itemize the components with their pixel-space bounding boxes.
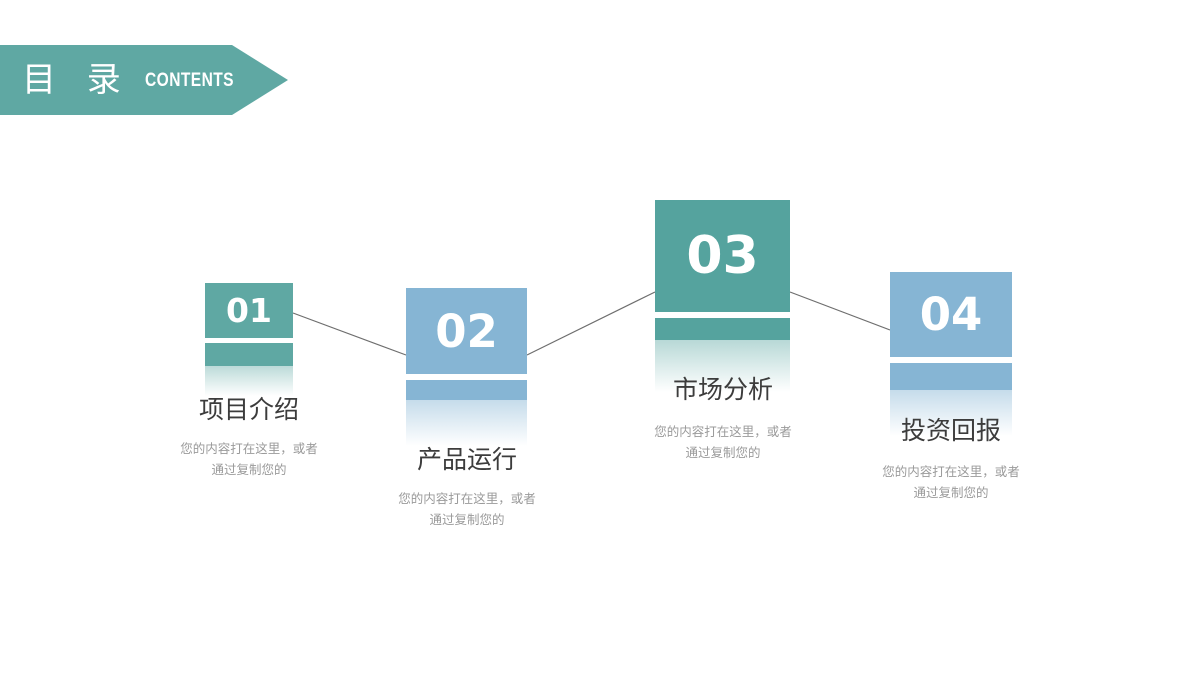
step-01-description-line2: 通过复制您的 [211, 461, 287, 477]
step-03-description-line2: 通过复制您的 [685, 444, 761, 460]
step-01-box[interactable]: 01 [205, 283, 293, 396]
step-03-number: 03 [686, 226, 759, 286]
step-03-description: 您的内容打在这里，或者 通过复制您的 [608, 422, 838, 463]
step-04-box-strip [890, 363, 1012, 390]
contents-banner: 目 录 CONTENTS [0, 45, 288, 115]
step-04-box[interactable]: 04 [890, 272, 1012, 436]
step-04-title: 投资回报 [900, 416, 1001, 445]
step-01-description-line1: 您的内容打在这里，或者 [180, 441, 318, 456]
step-02-number-box[interactable]: 02 [406, 288, 527, 374]
step-02-box[interactable]: 02 [406, 288, 527, 446]
connector-line-3-4 [789, 291, 891, 331]
step-02-box-gap [406, 374, 527, 380]
step-01-box-reflection [205, 366, 293, 396]
step-01-number-box[interactable]: 01 [205, 283, 293, 338]
step-04-box-gap [890, 357, 1012, 363]
step-03-box[interactable]: 03 [655, 200, 790, 392]
step-03-title: 市场分析 [672, 375, 773, 404]
step-02-description-line2: 通过复制您的 [429, 511, 505, 527]
step-02-title: 产品运行 [416, 445, 517, 474]
step-04-number-box[interactable]: 04 [890, 272, 1012, 357]
step-01-box-gap [205, 338, 293, 343]
step-01-description: 您的内容打在这里，或者 通过复制您的 [134, 439, 364, 480]
step-01-box-strip [205, 343, 293, 366]
step-03-box-reflection [655, 340, 790, 392]
step-04-description: 您的内容打在这里，或者 通过复制您的 [836, 462, 1066, 503]
step-04-description-line1: 您的内容打在这里，或者 [882, 464, 1020, 479]
step-02-box-reflection [406, 400, 527, 446]
step-04-description-line2: 通过复制您的 [913, 484, 989, 500]
connector-line-2-3 [526, 291, 656, 356]
step-03-box-strip [655, 318, 790, 340]
step-01-title: 项目介绍 [198, 395, 299, 424]
banner-subtitle: CONTENTS [144, 69, 234, 91]
connector-line-1-2 [292, 312, 407, 356]
step-03-box-gap [655, 312, 790, 318]
step-04-box-reflection [890, 390, 1012, 436]
step-02-description: 您的内容打在这里，或者 通过复制您的 [352, 489, 582, 530]
step-02-description-line1: 您的内容打在这里，或者 [398, 491, 536, 506]
step-02-number: 02 [435, 304, 498, 358]
step-01-number: 01 [226, 291, 272, 330]
step-03-description-line1: 您的内容打在这里，或者 [654, 424, 792, 439]
step-02-box-strip [406, 380, 527, 400]
step-03-number-box[interactable]: 03 [655, 200, 790, 312]
step-04-number: 04 [919, 288, 983, 341]
banner-title: 目 录 [22, 60, 131, 100]
